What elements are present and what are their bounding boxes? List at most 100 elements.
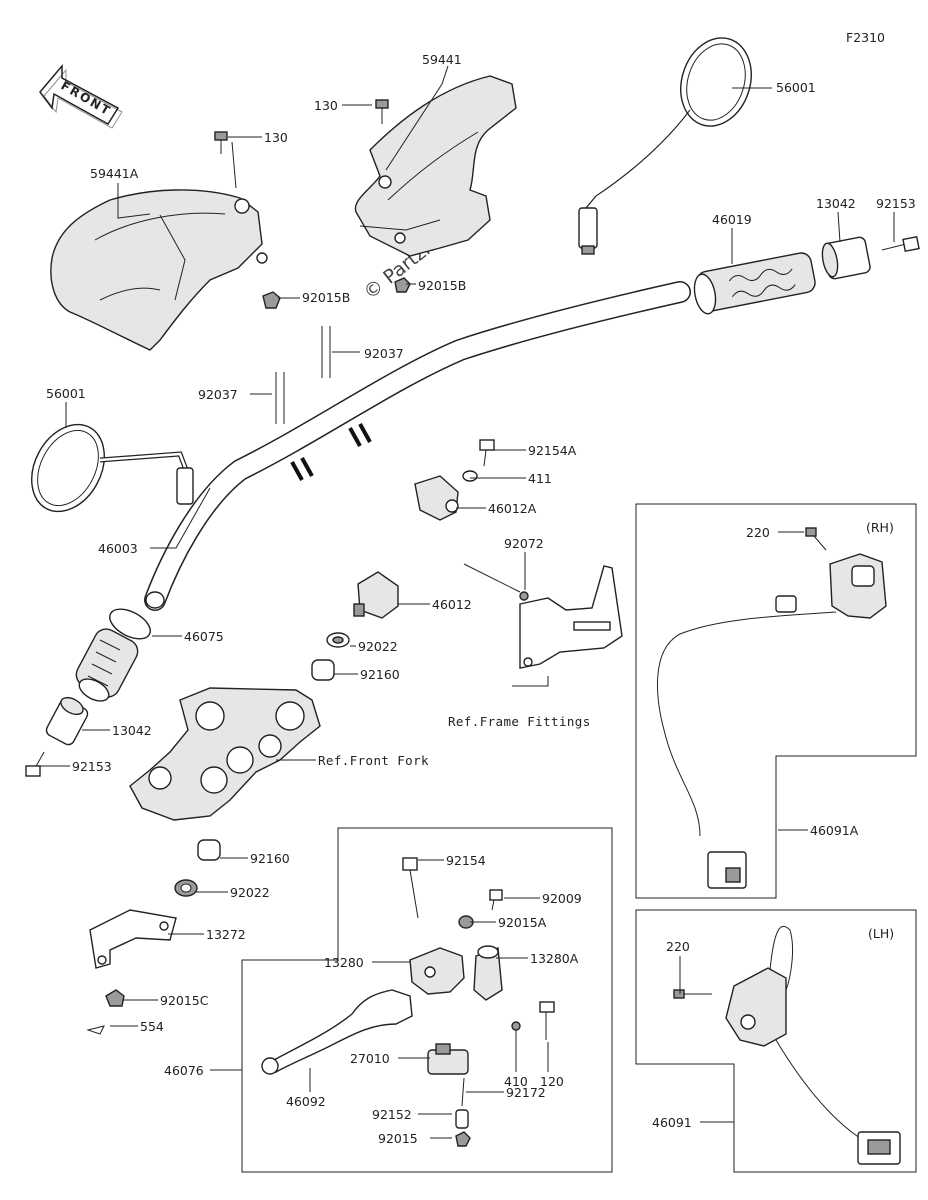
washer-411 bbox=[462, 470, 478, 482]
washer-92022-bottom-hole bbox=[180, 883, 192, 893]
label-92015-bottom: 92015 bbox=[378, 1131, 418, 1146]
label-220-rh: 220 bbox=[746, 525, 770, 540]
label-46091: 46091 bbox=[652, 1115, 692, 1130]
mirror-left bbox=[31, 423, 194, 513]
label-92022-bottom: 92022 bbox=[230, 885, 270, 900]
lever-assembly-box bbox=[241, 827, 613, 1173]
nut-92015b-left bbox=[262, 291, 281, 309]
bar-end-weight-bottom bbox=[45, 696, 89, 746]
ref-frame-fittings: Ref.Frame Fittings bbox=[448, 714, 591, 729]
label-92072: 92072 bbox=[504, 536, 544, 551]
bolt-92153-top bbox=[881, 235, 920, 253]
bracket-frame-fittings bbox=[463, 563, 623, 669]
label-120: 120 bbox=[540, 1074, 564, 1089]
label-92154a: 92154A bbox=[528, 443, 577, 458]
label-46003: 46003 bbox=[98, 541, 138, 556]
label-92037-right: 92037 bbox=[364, 346, 404, 361]
label-13280a: 13280A bbox=[530, 951, 579, 966]
washer-410 bbox=[511, 1021, 521, 1031]
screw-220-rh bbox=[805, 527, 827, 551]
label-92015a: 92015A bbox=[498, 915, 547, 930]
nut-92015b-right bbox=[394, 277, 411, 293]
label-92153-top: 92153 bbox=[876, 196, 916, 211]
clamp-13280a bbox=[473, 945, 503, 1001]
bolt-92009 bbox=[489, 889, 503, 911]
bolt-92153-bottom bbox=[25, 751, 45, 777]
label-13280: 13280 bbox=[324, 955, 364, 970]
bolt-130-top bbox=[375, 99, 389, 124]
holder-46012a bbox=[414, 475, 459, 521]
wire-harness-rh bbox=[657, 611, 837, 837]
collar-92152 bbox=[455, 1109, 469, 1129]
switch-housing-rh bbox=[775, 553, 887, 619]
label-13042-bottom: 13042 bbox=[112, 723, 152, 738]
upper-fork-bracket bbox=[129, 687, 321, 821]
handlebar bbox=[144, 281, 691, 611]
cushion-92160-bottom bbox=[197, 839, 221, 861]
label-554: 554 bbox=[140, 1019, 164, 1034]
label-46092: 46092 bbox=[286, 1094, 326, 1109]
grip-left bbox=[75, 608, 151, 702]
label-92153-bottom: 92153 bbox=[72, 759, 112, 774]
pin-554 bbox=[86, 1025, 105, 1035]
label-92037-left: 92037 bbox=[198, 387, 238, 402]
label-92015b-right: 92015B bbox=[418, 278, 466, 293]
ref-front-fork: Ref.Front Fork bbox=[318, 753, 429, 768]
switch-housing-lh bbox=[725, 925, 793, 1047]
lever-holder-13280 bbox=[409, 947, 465, 995]
label-46075: 46075 bbox=[184, 629, 224, 644]
label-92160-bottom: 92160 bbox=[250, 851, 290, 866]
bar-end-weight-top bbox=[821, 236, 871, 280]
label-92015c: 92015C bbox=[160, 993, 209, 1008]
bolt-92154 bbox=[402, 857, 419, 919]
wire-harness-lh bbox=[775, 1039, 867, 1143]
label-92154: 92154 bbox=[446, 853, 486, 868]
bolt-130-left bbox=[214, 131, 228, 154]
label-59441: 59441 bbox=[422, 52, 462, 67]
label-13272: 13272 bbox=[206, 927, 246, 942]
nut-92015c bbox=[105, 989, 125, 1007]
label-92022-top: 92022 bbox=[358, 639, 398, 654]
box-label-rh: (RH) bbox=[866, 520, 894, 535]
connector-lh bbox=[857, 1131, 901, 1165]
label-130-top: 130 bbox=[314, 98, 338, 113]
washer-92022-top-hole bbox=[332, 636, 344, 644]
connector-rh bbox=[707, 851, 747, 889]
label-46012: 46012 bbox=[432, 597, 472, 612]
label-411: 411 bbox=[528, 471, 552, 486]
label-220-lh: 220 bbox=[666, 939, 690, 954]
lever-46092 bbox=[261, 989, 413, 1075]
grip-right bbox=[693, 252, 816, 315]
label-56001-left: 56001 bbox=[46, 386, 86, 401]
label-59441a: 59441A bbox=[90, 166, 139, 181]
rh-switch-box bbox=[635, 503, 917, 899]
label-46091a: 46091A bbox=[810, 823, 859, 838]
label-92152: 92152 bbox=[372, 1107, 412, 1122]
switch-27010 bbox=[427, 1043, 469, 1075]
label-92009: 92009 bbox=[542, 891, 582, 906]
leader-lines bbox=[40, 65, 895, 1139]
mirror-right bbox=[578, 37, 752, 255]
holder-46012 bbox=[353, 571, 399, 619]
label-92172: 92172 bbox=[506, 1085, 546, 1100]
screw-220-lh bbox=[673, 989, 712, 999]
label-46012a: 46012A bbox=[488, 501, 537, 516]
front-arrow-icon: FRONT bbox=[39, 63, 123, 129]
box-label-lh: (LH) bbox=[868, 926, 894, 941]
nut-92015 bbox=[455, 1131, 471, 1147]
bolt-92154a bbox=[479, 439, 495, 467]
label-130-left: 130 bbox=[264, 130, 288, 145]
cushion-92160-top bbox=[311, 659, 335, 681]
clip-92037-left bbox=[275, 372, 285, 424]
screw-92172 bbox=[461, 1077, 465, 1107]
hand-guard-left bbox=[50, 189, 268, 351]
clip-92037-right bbox=[321, 326, 331, 378]
label-13042-top: 13042 bbox=[816, 196, 856, 211]
label-92015b-left: 92015B bbox=[302, 290, 350, 305]
label-46076: 46076 bbox=[164, 1063, 204, 1078]
bolt-120 bbox=[539, 1001, 555, 1040]
lh-switch-box bbox=[635, 909, 917, 1173]
label-56001-right: 56001 bbox=[776, 80, 816, 95]
label-410: 410 bbox=[504, 1074, 528, 1089]
